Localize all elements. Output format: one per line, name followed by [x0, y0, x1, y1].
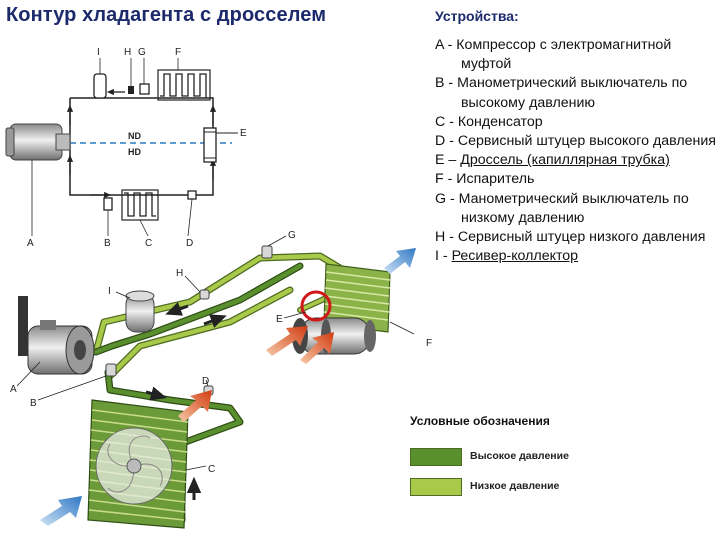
compressor — [18, 296, 95, 375]
schematic-evaporator — [160, 73, 207, 98]
schematic-line — [69, 97, 214, 196]
receiver — [125, 290, 155, 333]
blower — [292, 317, 376, 355]
label-c: C — [208, 464, 215, 475]
device-item-c: C - Конденсатор — [435, 113, 543, 130]
label-b: B — [30, 398, 37, 409]
devices-list: A - Компрессор с электромагнитной муфтой… — [435, 36, 717, 266]
schematic-condenser — [124, 192, 156, 217]
illustration: G H I E F A B D C — [8, 230, 434, 532]
schematic-port-d — [187, 190, 197, 200]
schematic-service-port-h — [128, 86, 134, 94]
label-a: A — [10, 384, 17, 395]
legend-high-label: Высокое давление — [470, 450, 569, 462]
page-title: Контур хладагента с дросселем — [6, 4, 327, 26]
legend-low-swatch — [410, 478, 462, 496]
nd-label: ND — [128, 131, 141, 141]
schematic-label-g: G — [138, 47, 146, 58]
schematic-compressor — [5, 123, 71, 161]
flow-arrows — [145, 302, 227, 500]
legend-title: Условные обозначения — [410, 414, 550, 428]
schematic-label-a: A — [27, 238, 34, 249]
condenser — [87, 399, 189, 529]
switch-b — [105, 363, 117, 377]
service-port-h — [199, 289, 210, 300]
low-pressure-lines — [92, 252, 344, 380]
schematic-label-c: C — [145, 238, 152, 249]
label-e: E — [276, 314, 283, 325]
schematic-label-b: B — [104, 238, 111, 249]
switch-g — [261, 245, 273, 259]
devices-heading: Устройства: — [435, 8, 519, 24]
device-item-b: B - Манометрический выключатель по высок… — [435, 75, 688, 111]
schematic: ND HD E I H G F A B C D — [5, 47, 247, 249]
label-g: G — [288, 230, 296, 241]
device-item-g: G - Манометрический выключатель по низко… — [435, 190, 689, 226]
schematic-label-h: H — [124, 47, 131, 58]
schematic-receiver — [93, 73, 107, 99]
schematic-switch-g — [139, 83, 150, 95]
hd-label: HD — [128, 147, 141, 157]
schematic-switch-b — [103, 197, 113, 211]
air-arrows — [40, 248, 416, 526]
legend-low-label: Низкое давление — [470, 480, 560, 492]
schematic-label-f: F — [175, 47, 181, 58]
device-item-i: I - Ресивер-коллектор — [435, 248, 579, 265]
device-item-a: A - Компрессор с электромагнитной муфтой — [435, 37, 672, 73]
label-f: F — [426, 338, 432, 349]
evaporator — [323, 263, 391, 333]
label-d: D — [202, 376, 209, 387]
legend-high-swatch — [410, 448, 462, 466]
label-i: I — [108, 286, 111, 297]
device-item-h: H - Сервисный штуцер низкого давления — [435, 229, 706, 246]
schematic-label-i: I — [97, 47, 100, 58]
device-item-d: D - Сервисный штуцер высокого давления — [435, 133, 716, 150]
schematic-label-d: D — [186, 238, 193, 249]
schematic-label-e: E — [240, 128, 247, 139]
device-item-f: F - Испаритель — [435, 171, 535, 188]
schematic-throttle — [203, 127, 217, 163]
device-item-e: E – Дроссель (капиллярная трубка) — [435, 152, 670, 169]
label-h: H — [176, 268, 183, 279]
throttle-highlight — [300, 290, 332, 322]
